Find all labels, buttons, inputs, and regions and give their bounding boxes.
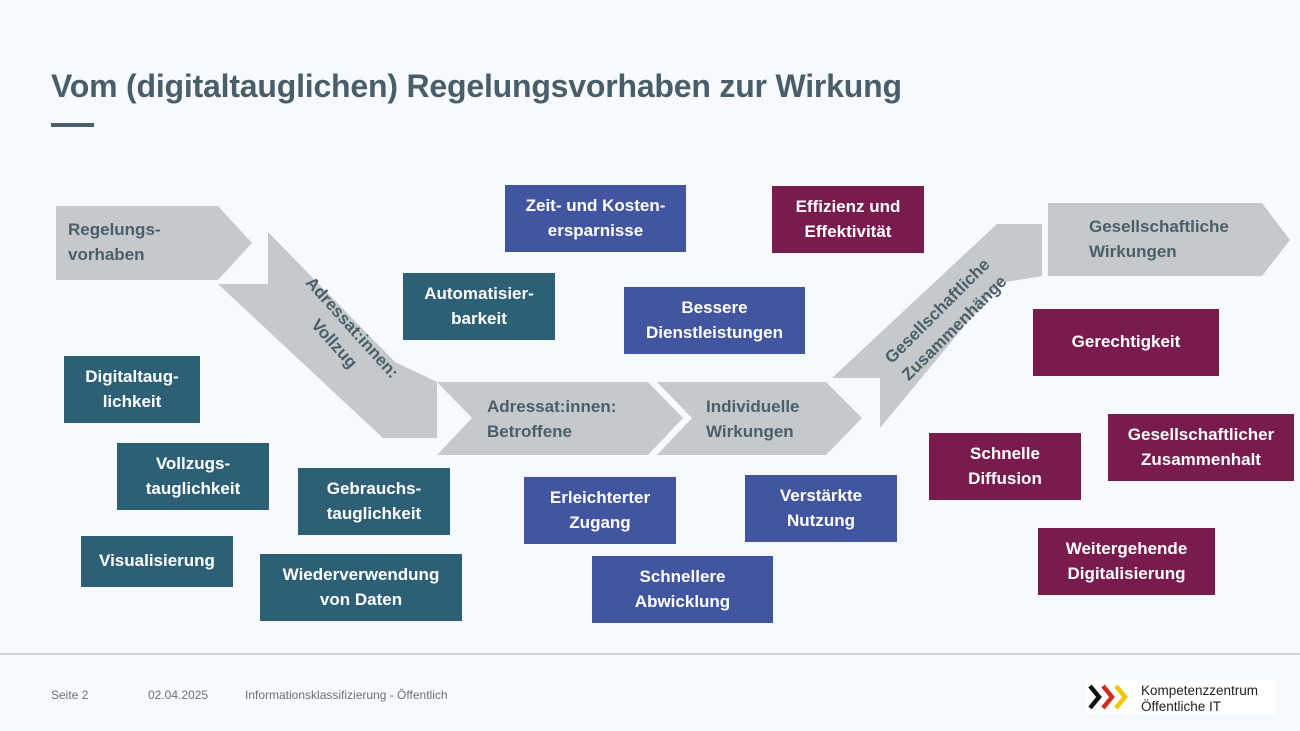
arrow-gesellschaftliche-wirkungen — [1048, 203, 1290, 276]
box-weitergehende-digitalisierung: Weitergehende Digitalisierung — [1038, 528, 1215, 595]
arrow-gesellschaftliche-zusammenhaenge — [832, 224, 1042, 428]
box-automatisierbarkeit: Automatisier- barkeit — [403, 273, 555, 340]
box-digitaltauglichkeit: Digitaltaug- lichkeit — [64, 356, 200, 423]
arrow-label-regelungsvorhaben: Regelungs- vorhaben — [68, 220, 161, 264]
box-zusammenhalt: Gesellschaftlicher Zusammenhalt — [1108, 414, 1294, 481]
box-gerechtigkeit: Gerechtigkeit — [1033, 309, 1219, 376]
box-verstaerkte-nutzung: Verstärkte Nutzung — [745, 475, 897, 542]
arrow-label-adressat-betroffene: Adressat:innen: Betroffene — [487, 397, 617, 441]
slide-title: Vom (digitaltauglichen) Regelungsvorhabe… — [51, 68, 902, 104]
box-bessere-dienstleistungen: Bessere Dienstleistungen — [624, 287, 805, 354]
arrow-label-individuelle-wirkungen: Individuelle Wirkungen — [706, 397, 800, 441]
box-vollzugstauglichkeit: Vollzugs- tauglichkeit — [117, 443, 269, 510]
footer-page-number: Seite 2 — [51, 688, 89, 702]
box-schnelle-diffusion: Schnelle Diffusion — [929, 433, 1081, 500]
arrow-adressat-betroffene — [437, 382, 683, 455]
logo-text: Kompetenzzentrum Öffentliche IT — [1141, 683, 1259, 714]
box-schnellere-abwicklung: Schnellere Abwicklung — [592, 556, 773, 623]
box-visualisierung: Visualisierung — [81, 536, 233, 587]
box-zeit-kosten: Zeit- und Kosten- ersparnisse — [505, 185, 686, 252]
title-underline — [51, 123, 94, 127]
box-effizienz: Effizienz und Effektivität — [772, 186, 924, 253]
arrow-label-gesellschaftliche-wirkungen: Gesellschaftliche Wirkungen — [1089, 217, 1229, 261]
box-erleichterter-zugang: Erleichterter Zugang — [524, 477, 676, 544]
arrow-adressat-vollzug — [218, 232, 437, 438]
footer-date: 02.04.2025 — [148, 688, 209, 702]
arrow-individuelle-wirkungen — [657, 382, 862, 455]
footer-divider — [0, 653, 1300, 655]
box-gebrauchstauglichkeit: Gebrauchs- tauglichkeit — [298, 468, 450, 535]
box-wiederverwendung: Wiederverwendung von Daten — [260, 554, 462, 621]
arrow-regelungsvorhaben — [56, 206, 252, 280]
footer-classification: Informationsklassifizierung - Öffentlich — [245, 688, 448, 702]
logo: Kompetenzzentrum Öffentliche IT — [1086, 680, 1276, 714]
chevrons-icon — [1088, 684, 1128, 710]
